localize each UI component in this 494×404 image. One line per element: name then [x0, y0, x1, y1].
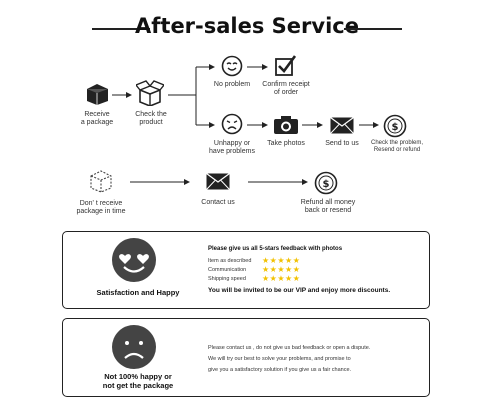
not-receive-label: Don' t receive package in time — [76, 200, 126, 215]
envelope-icon — [330, 117, 354, 139]
photos-label: Take photos — [267, 140, 305, 147]
rating-stars: ★★★★★ — [262, 265, 301, 274]
sad-face-icon — [221, 113, 243, 140]
send-label: Send to us — [325, 140, 359, 147]
rating-label: Shipping speed — [208, 276, 246, 282]
vip-text: You will be invited to be our VIP and en… — [208, 287, 391, 294]
contact-label: Contact us — [201, 199, 235, 206]
rating-stars: ★★★★★ — [262, 256, 301, 265]
refund-money-icon: $ — [314, 171, 338, 200]
sad-face-large-icon — [111, 324, 157, 375]
flow-arrows — [112, 64, 379, 185]
missing-package-icon — [88, 169, 114, 198]
smile-face-icon — [221, 55, 243, 82]
rating-label: Item as described — [208, 258, 252, 264]
receive-label: Receive a package — [80, 111, 114, 126]
camera-icon — [273, 115, 299, 140]
checkbox-icon — [274, 55, 297, 82]
happy-caption: Satisfaction and Happy — [96, 288, 180, 297]
no-problem-label: No problem — [213, 81, 251, 88]
page-title: After-sales Service — [135, 14, 359, 38]
unhappy-caption: Not 100% happy or not get the package — [102, 372, 174, 390]
happy-face-icon — [111, 237, 157, 288]
confirm-label: Confirm receipt of order — [262, 81, 310, 96]
unhappy-line: give you a satisfactory solution if you … — [208, 367, 352, 373]
svg-text:$: $ — [392, 122, 399, 133]
check-label: Check the product — [135, 111, 167, 126]
happy-intro: Please give us all 5-stars feedback with… — [208, 246, 343, 252]
check-problem-label: Check the problem, Resend or refund — [370, 140, 424, 153]
unhappy-line: Please contact us , do not give us bad f… — [208, 345, 371, 351]
rating-label: Communication — [208, 267, 247, 273]
refund-label: Refund all money back or resend — [300, 199, 356, 214]
title-rule-right — [344, 28, 402, 30]
open-box-icon — [134, 80, 166, 111]
svg-text:$: $ — [323, 179, 330, 190]
unhappy-line: We will try our best to solve your probl… — [208, 356, 351, 362]
happy-card: Satisfaction and Happy Please give us al… — [62, 231, 430, 309]
rating-stars: ★★★★★ — [262, 274, 301, 283]
unhappy-label: Unhappy or have problems — [209, 140, 255, 155]
refund-coin-icon: $ — [383, 114, 407, 143]
title-rule-left — [92, 28, 150, 30]
package-icon — [85, 82, 110, 111]
unhappy-card: Not 100% happy or not get the package Pl… — [62, 318, 430, 397]
contact-envelope-icon — [206, 173, 230, 195]
